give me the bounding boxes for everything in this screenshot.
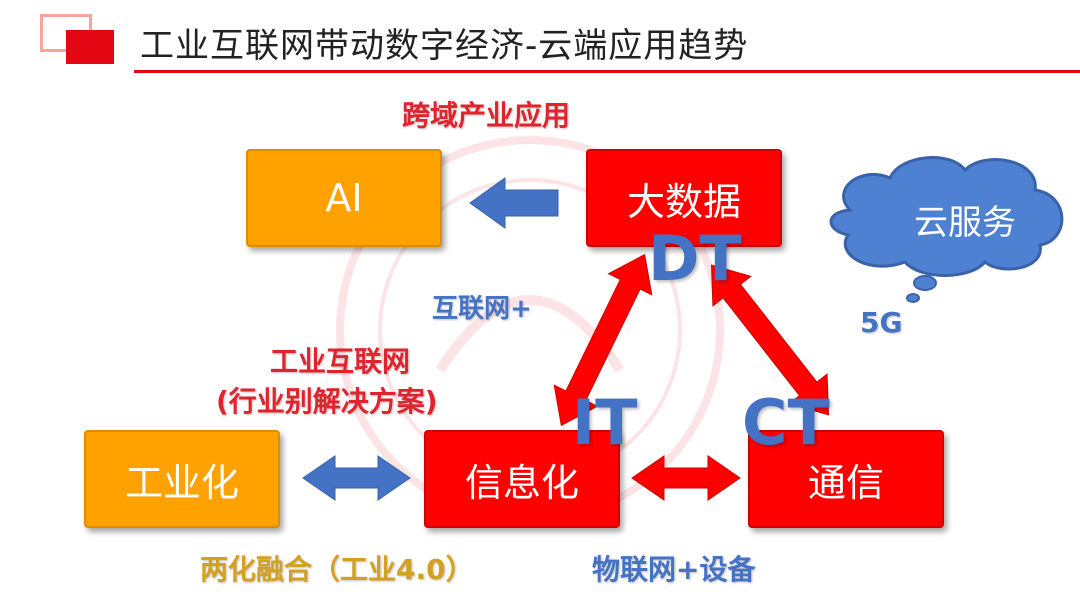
page-title: 工业互联网带动数字经济-云端应用趋势 — [140, 26, 749, 66]
label-internet-plus: 互联网+ — [432, 294, 532, 324]
title-underline — [134, 70, 1080, 73]
arrow-industrialization-informatization — [302, 455, 411, 501]
box-communication: 通信 — [748, 430, 944, 528]
label-industry-solutions: (行业别解决方案) — [216, 385, 438, 418]
label-ct: CT — [742, 386, 830, 459]
box-informatization: 信息化 — [424, 430, 620, 528]
arrow-bigdata-communication — [710, 264, 830, 416]
label-dt: DT — [648, 222, 742, 295]
label-two-integration: 两化融合（工业4.0） — [200, 553, 474, 586]
arrow-bigdata-to-ai — [469, 177, 559, 229]
box-ai: AI — [246, 149, 442, 247]
arrow-informatization-communication — [631, 455, 741, 501]
label-industrial-internet: 工业互联网 — [270, 345, 411, 378]
cloud-service-label: 云服务 — [914, 203, 1016, 243]
cloud-shape — [829, 156, 1064, 303]
label-iot-devices: 物联网+设备 — [592, 553, 756, 586]
arrow-bigdata-informatization — [553, 253, 653, 427]
label-cross-domain: 跨域产业应用 — [402, 99, 571, 132]
label-it: IT — [572, 386, 638, 459]
label-5g: 5G — [860, 306, 903, 339]
title-bar: 工业互联网带动数字经济-云端应用趋势 — [0, 0, 1080, 80]
title-decoration-square — [66, 30, 114, 64]
box-industrialization: 工业化 — [84, 430, 280, 528]
box-bigdata: 大数据 — [586, 149, 782, 247]
